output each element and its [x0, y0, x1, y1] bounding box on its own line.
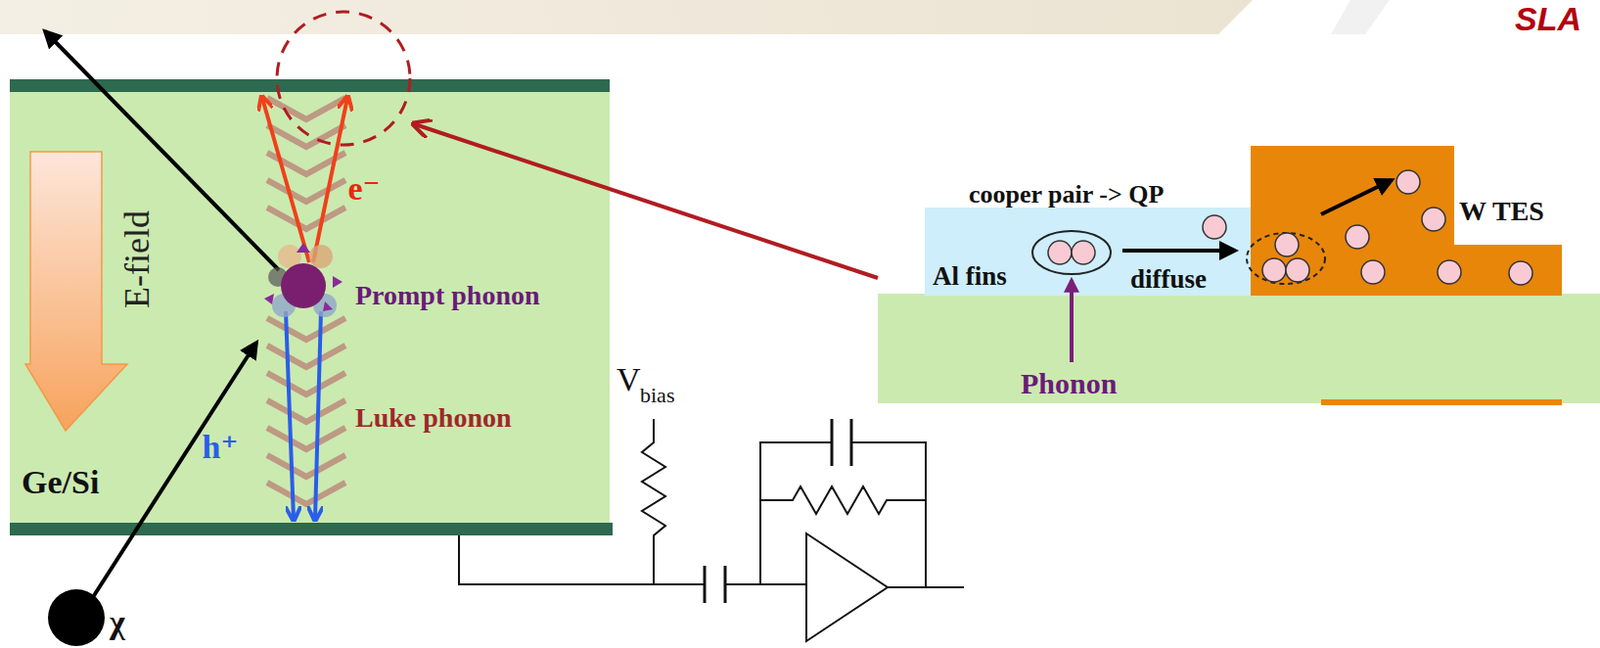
header-slant — [1330, 0, 1390, 35]
header-band — [0, 0, 1253, 35]
process-label: diffuse — [1130, 264, 1207, 295]
tes-shape — [1250, 145, 1562, 296]
wire — [851, 442, 926, 588]
tes-box: W TES — [1250, 145, 1562, 296]
node-label: W TES — [1459, 195, 1545, 228]
phonon-label: Phonon — [1020, 366, 1117, 402]
dark-matter-particle — [47, 589, 105, 646]
node-label: Al fins — [932, 261, 1007, 292]
feedback-resistor — [760, 486, 926, 514]
voltage-label: V — [616, 360, 641, 399]
feedback-capacitor — [830, 418, 834, 466]
capacitor-plate — [724, 565, 728, 603]
output-wire — [887, 586, 964, 589]
bottom-electrode — [9, 522, 613, 536]
feedback-capacitor — [850, 418, 854, 466]
phonon-label: Luke phonon — [355, 402, 512, 434]
wire — [725, 583, 807, 586]
field-label: E-field — [117, 210, 158, 309]
wire — [458, 534, 705, 585]
tes-sliver — [1321, 399, 1562, 406]
voltage-subscript: bias — [640, 382, 675, 408]
logo-text: SLA — [1514, 0, 1582, 39]
process-label: cooper pair -> QP — [968, 180, 1164, 210]
capacitor-plate — [703, 565, 707, 603]
particle-label: χ — [109, 602, 126, 641]
amplifier-symbol — [806, 533, 888, 641]
electron-label: e⁻ — [347, 169, 380, 208]
wire — [760, 442, 832, 585]
node-label: Ge/Si — [21, 462, 99, 502]
bias-resistor — [641, 418, 666, 585]
hole-label: h⁺ — [202, 427, 239, 466]
inset-substrate — [877, 293, 1600, 404]
phonon-label: Prompt phonon — [355, 279, 541, 312]
